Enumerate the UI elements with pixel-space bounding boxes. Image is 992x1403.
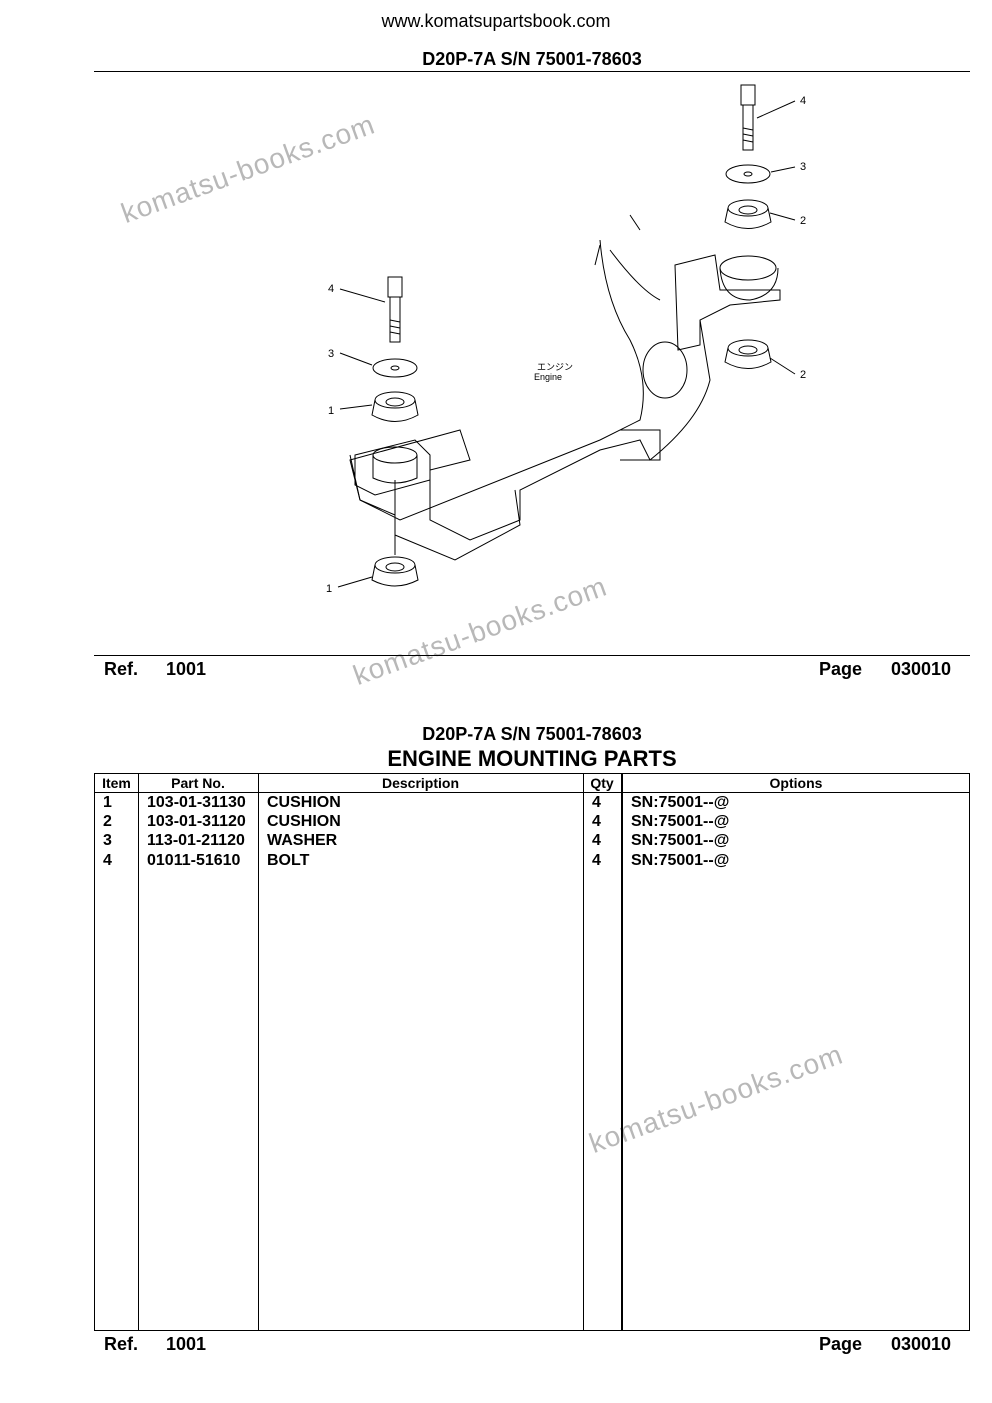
engine-block-outline — [349, 239, 711, 541]
col-header-item: Item — [102, 775, 131, 791]
cell-qty: 4 — [592, 852, 601, 869]
cell-part-no: 103-01-31130 — [147, 794, 246, 811]
ref-label-top: Ref. — [104, 659, 139, 679]
cell-part-no: 01011-51610 — [147, 852, 241, 869]
col-header-qty: Qty — [590, 775, 614, 791]
rear-mount-hole — [719, 255, 777, 281]
col-header-description: Description — [381, 775, 459, 791]
cell-part-no: 103-01-31120 — [147, 813, 246, 830]
engine-mount-boss — [642, 341, 688, 399]
callout-1-lower: 1 — [326, 583, 332, 595]
cell-description: BOLT — [267, 852, 310, 869]
model-serial-heading: D20P-7A S/N 75001-78603 — [422, 49, 642, 69]
header-divider — [94, 71, 970, 72]
cell-options: SN:75001--@ — [631, 852, 730, 869]
engine-block-detail — [594, 214, 661, 461]
page-label-top: Page — [819, 659, 863, 679]
rear-mount-bracket — [674, 254, 781, 351]
callout-1-upper: 1 — [328, 405, 334, 417]
table-row: 1 103-01-31130 CUSHION 4 SN:75001--@ — [95, 794, 969, 814]
engine-label-jp: エンジン — [537, 362, 573, 372]
engine-mounting-diagram: 4 3 1 1 4 3 2 2 エンジン Engine — [326, 84, 806, 595]
callout-3-right: 3 — [800, 161, 806, 173]
parts-table: Item Part No. Description Qty Options 1 … — [94, 773, 970, 1331]
ref-value-bottom: 1001 — [166, 1334, 207, 1354]
callout-3-left: 3 — [328, 348, 334, 360]
cell-item: 3 — [103, 832, 112, 849]
header-divider — [95, 792, 969, 793]
cell-qty: 4 — [592, 813, 601, 830]
bolt-right-shank — [742, 104, 754, 151]
bolt-right-head — [740, 84, 756, 106]
cell-part-no: 113-01-21120 — [147, 832, 245, 849]
washer-right — [725, 164, 771, 184]
cell-description: WASHER — [267, 832, 338, 849]
front-mount-bracket — [354, 439, 431, 496]
callout-2-lower: 2 — [800, 369, 806, 381]
cell-description: CUSHION — [267, 794, 341, 811]
washer-left — [372, 358, 418, 378]
callout-4-left: 4 — [328, 283, 334, 295]
engine-label: Engine — [534, 372, 562, 382]
ref-value-top: 1001 — [166, 659, 207, 679]
table-row: 4 01011-51610 BOLT 4 SN:75001--@ — [95, 852, 969, 872]
page-value-top: 030010 — [891, 659, 952, 679]
bolt-left-shank — [389, 296, 401, 343]
diagram-divider — [94, 655, 970, 656]
column-divider — [258, 774, 259, 1330]
table-row: 3 113-01-21120 WASHER 4 SN:75001--@ — [95, 832, 969, 852]
page-value-bottom: 030010 — [891, 1334, 952, 1354]
cell-item: 1 — [103, 794, 112, 811]
front-mount-hole — [372, 446, 418, 464]
col-header-part-no: Part No. — [171, 775, 225, 791]
col-header-options: Options — [769, 775, 823, 791]
column-divider — [138, 774, 139, 1330]
page-label-bottom: Page — [819, 1334, 863, 1354]
cell-description: CUSHION — [267, 813, 341, 830]
ref-label-bottom: Ref. — [104, 1334, 139, 1354]
section-model-serial: D20P-7A S/N 75001-78603 — [422, 724, 642, 744]
site-url: www.komatsupartsbook.com — [381, 11, 611, 31]
callout-4-right: 4 — [800, 95, 806, 107]
column-divider — [621, 774, 623, 1330]
cell-qty: 4 — [592, 832, 601, 849]
cell-options: SN:75001--@ — [631, 813, 730, 830]
cell-options: SN:75001--@ — [631, 832, 730, 849]
section-title: ENGINE MOUNTING PARTS — [387, 746, 677, 771]
cell-item: 4 — [103, 852, 112, 869]
callout-2-upper: 2 — [800, 215, 806, 227]
cell-options: SN:75001--@ — [631, 794, 730, 811]
column-divider — [583, 774, 584, 1330]
cell-item: 2 — [103, 813, 112, 830]
bolt-left-head — [387, 276, 403, 298]
table-row: 2 103-01-31120 CUSHION 4 SN:75001--@ — [95, 813, 969, 833]
cell-qty: 4 — [592, 794, 601, 811]
